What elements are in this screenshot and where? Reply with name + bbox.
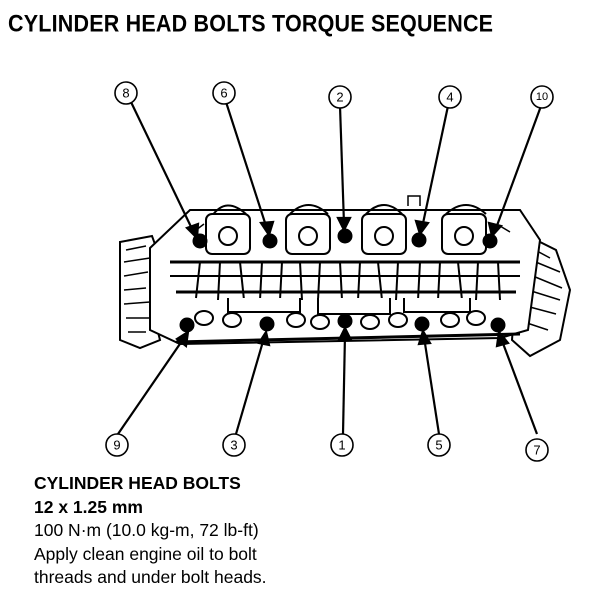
bolt-7 (490, 317, 506, 333)
callout-2-circle (328, 85, 352, 109)
bolt-5 (414, 316, 430, 332)
spec-size: 12 x 1.25 mm (34, 496, 143, 517)
spec-heading: CYLINDER HEAD BOLTS (34, 473, 241, 493)
callout-4-circle (438, 85, 462, 109)
callout-2: 2 (336, 90, 343, 105)
callout-7: 7 (533, 443, 540, 458)
bolt-3 (259, 316, 275, 332)
callout-8-circle (114, 81, 138, 105)
callout-10: 10 (536, 91, 548, 103)
leader-lines (117, 101, 543, 435)
callout-3: 3 (230, 438, 237, 453)
bolt-heads (179, 228, 506, 333)
callout-7-circle (525, 438, 549, 462)
spec-note-line2: threads and under bolt heads. (34, 567, 267, 587)
diagram-title: CYLINDER HEAD BOLTS TORQUE SEQUENCE (8, 10, 494, 37)
bolt-6 (262, 233, 278, 249)
spec-note-line1: Apply clean engine oil to bolt (34, 543, 257, 564)
callout-9: 9 (113, 438, 120, 453)
callout-10-circle (530, 85, 554, 109)
callout-3-circle (222, 433, 246, 457)
callout-1-circle (330, 433, 354, 457)
callout-9-circle (105, 433, 129, 457)
spec-torque: 100 N·m (10.0 kg-m, 72 lb-ft) (34, 520, 259, 540)
callout-8: 8 (122, 86, 129, 101)
bolt-10 (482, 233, 498, 249)
callout-6-circle (212, 81, 236, 105)
bolt-9 (179, 317, 195, 333)
callout-6: 6 (220, 86, 227, 101)
callout-5: 5 (435, 438, 442, 453)
bolt-4 (411, 232, 427, 248)
bolt-2 (337, 228, 353, 244)
bolt-spec-block: CYLINDER HEAD BOLTS 12 x 1.25 mm 100 N·m… (34, 472, 267, 590)
callout-4: 4 (446, 90, 453, 105)
callout-1: 1 (338, 438, 345, 453)
callout-5-circle (427, 433, 451, 457)
callout-circles (105, 81, 554, 462)
